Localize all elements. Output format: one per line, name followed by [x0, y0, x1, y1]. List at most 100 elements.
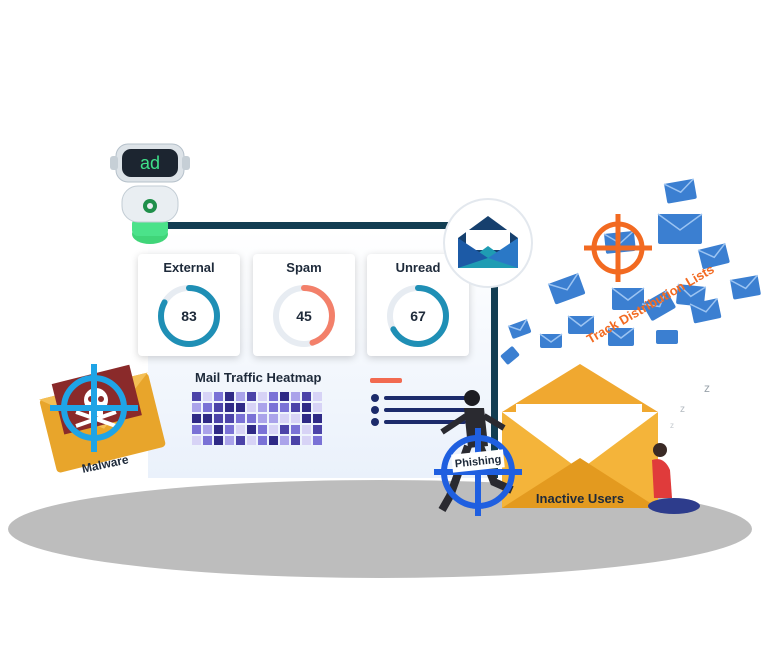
heatmap-cell	[247, 392, 256, 401]
heatmap-cell	[258, 392, 267, 401]
heatmap-cell	[225, 436, 234, 445]
card-external: External 83	[138, 254, 240, 356]
heatmap-cell	[313, 403, 322, 412]
heatmap-cell	[302, 392, 311, 401]
envelope-icon	[657, 213, 703, 244]
heatmap-cell	[214, 425, 223, 434]
inactive-users-envelope: Inactive Users	[502, 364, 658, 508]
heatmap-cell	[225, 403, 234, 412]
heatmap-cell	[291, 436, 300, 445]
heatmap-cell	[280, 392, 289, 401]
envelope-icon	[539, 333, 563, 348]
heatmap-cell	[247, 403, 256, 412]
heatmap-cell	[203, 392, 212, 401]
envelope-icon	[689, 297, 722, 324]
envelope-icon	[729, 274, 761, 300]
heatmap-cell	[247, 425, 256, 434]
svg-text:z: z	[670, 421, 674, 430]
card-spam-label: Spam	[286, 260, 322, 275]
heatmap-cell	[313, 414, 322, 423]
gauge-unread-value: 67	[410, 308, 426, 324]
card-unread-label: Unread	[395, 260, 441, 275]
gauge-external-value: 83	[181, 308, 197, 324]
heatmap-cell	[247, 414, 256, 423]
heatmap-cell	[214, 436, 223, 445]
heatmap-cell	[236, 414, 245, 423]
card-spam: Spam 45	[253, 254, 355, 356]
heatmap-cell	[192, 403, 201, 412]
heatmap-cell	[192, 425, 201, 434]
heatmap-cell	[302, 436, 311, 445]
crosshair-icon	[50, 364, 138, 452]
envelope-icon	[656, 330, 678, 344]
heatmap-cell	[269, 392, 278, 401]
heatmap-grid	[192, 392, 322, 445]
heatmap-cell	[236, 436, 245, 445]
flying-envelopes: Track Distribution Lists	[500, 178, 761, 365]
heatmap-cell	[280, 436, 289, 445]
heatmap-cell	[269, 436, 278, 445]
phishing-label: Phishing	[454, 454, 501, 471]
gauge-unread-arc	[387, 285, 449, 347]
envelope-icon	[567, 315, 595, 334]
gauge-spam: 45	[273, 285, 335, 347]
heatmap-cell	[302, 403, 311, 412]
heatmap-cell	[269, 414, 278, 423]
heatmap-cell	[302, 425, 311, 434]
heatmap-cell	[302, 414, 311, 423]
heatmap-cell	[291, 425, 300, 434]
heatmap-cell	[313, 436, 322, 445]
envelope-icon	[547, 272, 586, 305]
list-lines	[370, 378, 466, 426]
heatmap-cell	[269, 425, 278, 434]
envelope-icon	[607, 327, 635, 346]
heatmap-cell	[269, 403, 278, 412]
heatmap-cell	[236, 403, 245, 412]
heatmap-cell	[291, 414, 300, 423]
heatmap-cell	[203, 414, 212, 423]
heatmap-cell	[280, 403, 289, 412]
heatmap-cell	[192, 436, 201, 445]
envelope-icon	[611, 287, 645, 310]
malware-envelope: Malware	[39, 364, 166, 476]
heatmap-cell	[236, 425, 245, 434]
gauge-spam-arc	[273, 285, 335, 347]
heatmap-cell	[214, 392, 223, 401]
orange-crosshair-icon	[584, 214, 652, 282]
envelope-icon	[697, 242, 730, 269]
heatmap-cell	[192, 392, 201, 401]
heatmap-cell	[236, 392, 245, 401]
robot-icon: ad	[110, 143, 190, 244]
heatmap-cell	[258, 425, 267, 434]
card-external-label: External	[163, 260, 215, 275]
gauge-unread: 67	[387, 285, 449, 347]
heatmap-cell	[280, 425, 289, 434]
heatmap-cell	[258, 414, 267, 423]
sleeping-user-icon: z z z	[648, 381, 710, 514]
card-unread: Unread 67	[367, 254, 469, 356]
heatmap-cell	[214, 403, 223, 412]
heatmap-cell	[258, 436, 267, 445]
heatmap-cell	[280, 414, 289, 423]
heatmap-cell	[291, 392, 300, 401]
gauge-external-arc	[158, 285, 220, 347]
heatmap-cell	[203, 436, 212, 445]
phishing-crosshair-icon: Phishing	[434, 428, 522, 516]
mail-logo-icon	[443, 198, 533, 288]
envelope-icon	[641, 289, 676, 321]
heatmap-cell	[225, 414, 234, 423]
envelope-icon	[507, 318, 532, 339]
heatmap-cell	[225, 425, 234, 434]
heatmap-cell	[247, 436, 256, 445]
heatmap-cell	[214, 414, 223, 423]
envelope-icon	[500, 346, 520, 365]
heatmap-cell	[225, 392, 234, 401]
heatmap-cell	[313, 425, 322, 434]
gauge-spam-value: 45	[296, 308, 312, 324]
robot-face-text: ad	[140, 153, 160, 173]
heatmap-cell	[258, 403, 267, 412]
heatmap-cell	[203, 425, 212, 434]
heatmap-title: Mail Traffic Heatmap	[195, 370, 322, 385]
gauge-external: 83	[158, 285, 220, 347]
svg-text:z: z	[704, 381, 710, 395]
